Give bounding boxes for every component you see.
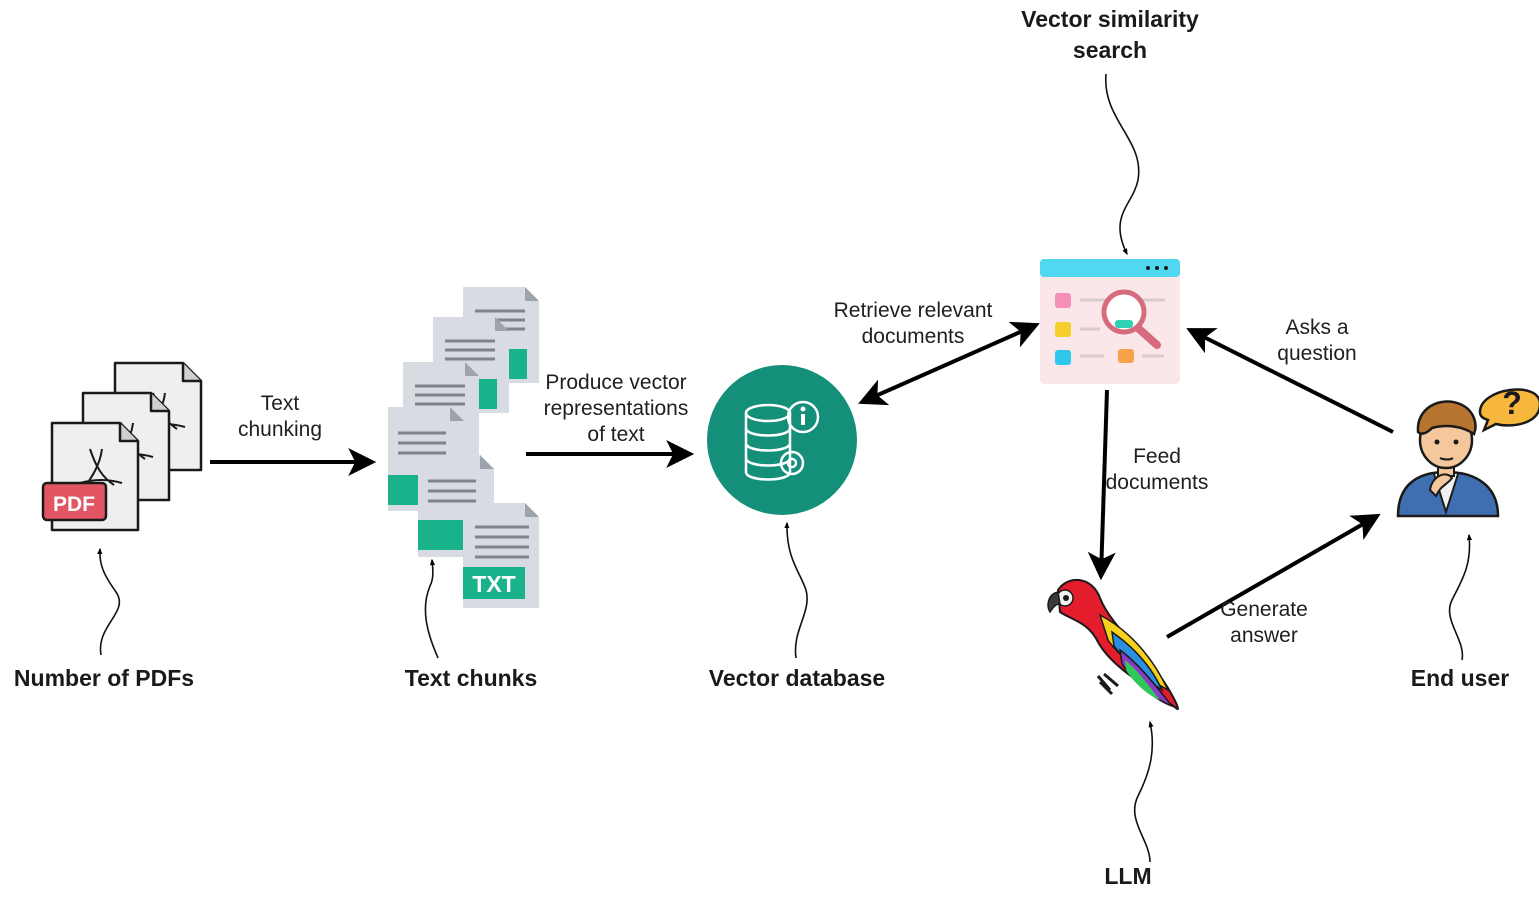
pointer-similarity <box>1105 73 1140 256</box>
llm-title: LLM <box>1104 863 1152 889</box>
pdf-badge-text: PDF <box>53 493 95 516</box>
search-dashboard-icon <box>1040 259 1180 384</box>
edge-label-line: Generate <box>1220 598 1308 621</box>
edge-label-line: question <box>1277 342 1357 365</box>
txt-badge-text: TXT <box>472 571 515 597</box>
edge-label-line: Asks a <box>1285 316 1349 339</box>
end-user-title: End user <box>1410 665 1510 691</box>
edge-label-line: representations <box>543 397 689 420</box>
edge-label-line: documents <box>1105 471 1209 494</box>
edge-label-line: Feed <box>1133 445 1181 468</box>
pointer-end-user <box>1448 533 1473 661</box>
parrot-icon <box>1047 578 1179 710</box>
arrow-retrieve <box>858 321 1040 406</box>
arrow-feed-documents <box>1087 389 1116 581</box>
arrow-asks-question <box>1186 328 1394 434</box>
flow-arrows <box>210 321 1394 639</box>
pdf-stack-icon <box>41 361 203 532</box>
pointer-llm <box>1133 720 1154 863</box>
database-icon <box>707 365 857 515</box>
arrow-generate-answer <box>1166 513 1381 639</box>
similarity-search-title-line-2: search <box>1072 37 1148 63</box>
edge-label-line: documents <box>861 325 965 348</box>
edge-label-generate: Generate answer <box>1208 597 1320 649</box>
edge-label-produce-vectors: Produce vector representations of text <box>531 370 701 448</box>
edge-label-line: answer <box>1230 624 1298 647</box>
edge-label-asks: Asks a question <box>1262 315 1372 367</box>
txt-stack-icon <box>388 287 539 608</box>
edge-label-line: of text <box>587 423 645 446</box>
edge-label-text-chunking: Text chunking <box>220 391 340 443</box>
vector-database-title: Vector database <box>708 665 886 691</box>
edge-label-line: chunking <box>237 418 323 441</box>
similarity-search-title: Vector similarity search <box>990 4 1230 66</box>
pointer-pdfs <box>97 547 121 656</box>
edge-label-retrieve: Retrieve relevant documents <box>818 298 1008 350</box>
edge-label-line: Produce vector <box>545 371 687 394</box>
pdfs-title: Number of PDFs <box>13 665 195 691</box>
edge-label-line: Retrieve relevant <box>833 299 993 322</box>
similarity-search-title-line-1: Vector similarity <box>1021 6 1199 32</box>
label-pointers <box>97 73 1473 863</box>
pointer-chunks <box>424 558 439 659</box>
text-chunks-title: Text chunks <box>404 665 538 691</box>
user-question-icon: ? <box>1396 385 1539 518</box>
edge-label-line: Text <box>260 392 300 415</box>
edge-label-feed: Feed documents <box>1097 444 1217 496</box>
svg-text:?: ? <box>1502 385 1522 421</box>
pointer-database <box>784 521 808 659</box>
